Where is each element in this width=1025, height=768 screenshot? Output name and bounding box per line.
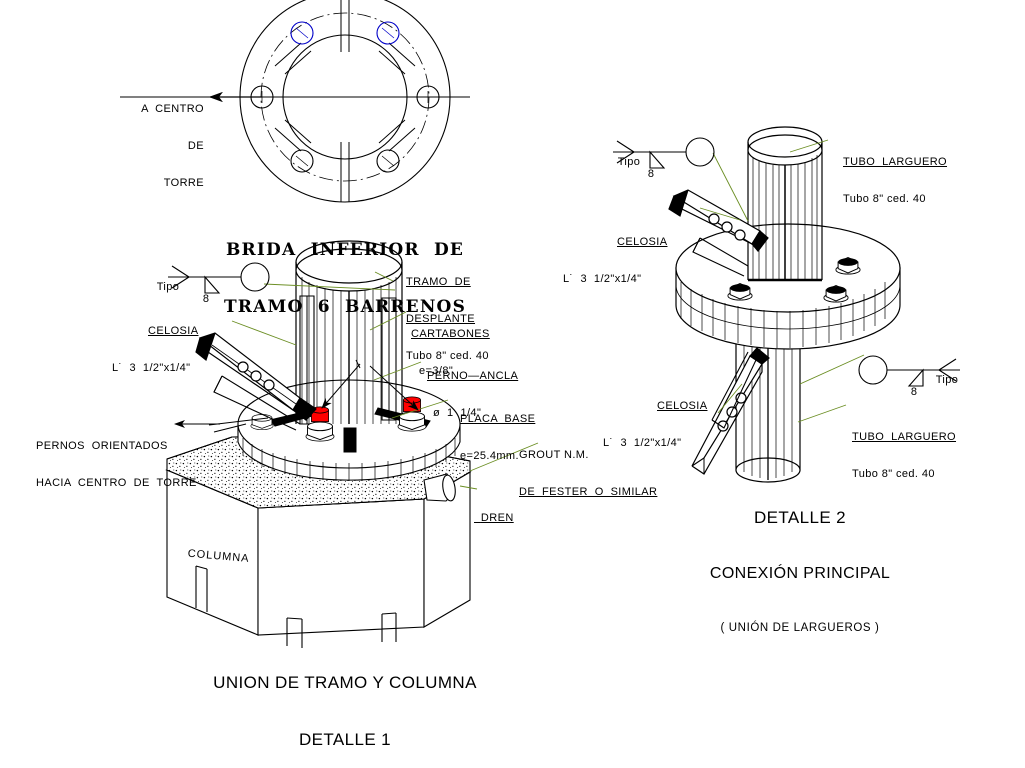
drain-pipe <box>423 473 456 502</box>
tubo-larguero-top-head: TUBO LARGUERO <box>843 155 948 168</box>
grout-head: GROUT N.M. <box>519 448 589 461</box>
pernos-note-line-1: PERNOS ORIENTADOS <box>36 439 168 452</box>
tramo-head-1: TRAMO DE <box>406 275 471 288</box>
note-line-2: DE <box>187 139 204 152</box>
detail1-title-line-2: DETALLE 1 <box>298 730 392 750</box>
cartabones-head: CARTABONES <box>411 327 490 340</box>
perno-ancla-spec: ø 1 1/4" <box>433 406 482 419</box>
tramo-spec: Tubo 8" ced. 40 <box>406 349 489 362</box>
technical-drawing-canvas <box>120 0 960 648</box>
flange-edge-hatch <box>680 282 886 348</box>
brida-title-line-2: TRAMO 6 BARRENOS <box>223 297 467 318</box>
tubo-larguero-top-spec: Tubo 8" ced. 40 <box>843 192 926 205</box>
tubo-larguero-bottom-spec: Tubo 8" ced. 40 <box>852 467 935 480</box>
flange-center-tabs <box>340 0 350 202</box>
detail1-leader-lines <box>231 271 539 490</box>
celosia-label-detail1: CELOSIA L˙ 3 1/2"x1/4" <box>112 300 199 386</box>
flange-outer-circle <box>239 0 451 203</box>
weld-size-label-detail2-top: 8 <box>641 156 654 181</box>
placa-base-label: PLACA BASE e=25.4mm. <box>460 388 535 474</box>
weld-tipo-label-detail2-top: Tipo <box>611 144 640 169</box>
weld-tipo-label-detail2-bottom: Tipo <box>929 362 958 387</box>
perno-ancla-head: PERNO—ANCLA <box>427 369 519 382</box>
weld-symbol-detail2-top <box>613 137 715 169</box>
celosia-top-head: CELOSIA <box>617 235 668 248</box>
detail2-title-line-1: DETALLE 2 <box>753 507 847 527</box>
perno-ancla-label: PERNO—ANCLA ø 1 1/4" <box>427 345 518 431</box>
flange-plate-detail2 <box>675 223 901 350</box>
weld-size-text: 8 <box>202 293 210 306</box>
tramo-head-2: DESPLANTE <box>406 312 476 325</box>
weld-size-label-detail1: 8 <box>196 281 209 306</box>
detail2-leader-lines <box>699 139 865 423</box>
pernos-note-line-2: HACIA CENTRO DE TORRE <box>36 476 197 489</box>
weld-size-label-detail2-bottom: 8 <box>904 374 917 399</box>
flange-ribs <box>274 42 416 152</box>
detail1-leader-lines-black <box>174 359 419 433</box>
weld-tipo-label-detail1: Tipo <box>150 269 179 294</box>
tipo-text-bottom: Tipo <box>935 374 959 387</box>
celosia-label-detail2-top: CELOSIA L˙ 3 1/2"x1/4" <box>563 211 668 297</box>
celosia-brace-detail2-top <box>668 189 769 280</box>
grout-spec: DE FESTER O SIMILAR <box>519 485 658 498</box>
detail2-title-line-2: CONEXIÓN PRINCIPAL <box>709 564 891 582</box>
tubo-larguero-label-bottom: TUBO LARGUERO Tubo 8" ced. 40 <box>852 406 956 492</box>
upper-larguero-pipe <box>747 126 823 282</box>
flange-bolts-detail2 <box>727 257 861 303</box>
detail1-assembly <box>165 240 539 648</box>
brida-title: BRIDA INFERIOR DE TRAMO 6 BARRENOS <box>205 203 485 336</box>
celosia-spec: L˙ 3 1/2"x1/4" <box>112 361 191 374</box>
celosia-head: CELOSIA <box>148 324 199 337</box>
pipe-tramo-desplante <box>295 240 403 424</box>
detail2-assembly <box>613 126 960 483</box>
celosia-brace-detail2-bottom <box>691 347 770 475</box>
tipo-text: Tipo <box>156 281 180 294</box>
dren-text: DREN <box>480 512 514 525</box>
weld-symbol-detail1 <box>168 262 270 294</box>
tipo-text-top: Tipo <box>617 156 641 169</box>
tubo-larguero-bottom-head: TUBO LARGUERO <box>852 430 957 443</box>
base-plate-edge-hatch <box>242 438 456 481</box>
detail1-title-line-1: UNION DE TRAMO Y COLUMNA <box>213 673 477 693</box>
placa-base-spec: e=25.4mm. <box>460 449 519 462</box>
brida-title-line-1: BRIDA INFERIOR DE <box>225 240 465 261</box>
cartabones-label: CARTABONES e=3/8" <box>411 303 490 389</box>
tubo-larguero-label-top: TUBO LARGUERO Tubo 8" ced. 40 <box>843 131 947 217</box>
dren-label: DREN <box>474 500 514 525</box>
detail2-title: DETALLE 2 CONEXIÓN PRINCIPAL ( UNIÓN DE … <box>650 472 950 653</box>
grout-label: GROUT N.M. DE FESTER O SIMILAR <box>519 424 657 510</box>
a-centro-de-torre-note: A CENTRO DE TORRE <box>118 78 204 201</box>
celosia-brace-detail1 <box>195 332 317 431</box>
flange-plan-view <box>120 0 470 203</box>
note-line-1: A CENTRO <box>141 102 204 115</box>
celosia-label-detail2-bottom: CELOSIA L˙ 3 1/2"x1/4" <box>603 375 708 461</box>
detail1-title: UNION DE TRAMO Y COLUMNA DETALLE 1 <box>175 635 515 768</box>
weld-size-text-bottom: 8 <box>910 386 918 399</box>
pernos-orientados-note: PERNOS ORIENTADOS HACIA CENTRO DE TORRE <box>36 415 197 501</box>
weld-size-text-top: 8 <box>647 168 655 181</box>
note-line-3: TORRE <box>163 176 204 189</box>
detail2-title-line-3: ( UNIÓN DE LARGUEROS ) <box>720 622 880 635</box>
cartabones-spec: e=3/8" <box>419 364 454 377</box>
placa-base-head: PLACA BASE <box>460 412 536 425</box>
tramo-desplante-label: TRAMO DE DESPLANTE Tubo 8" ced. 40 <box>406 251 489 374</box>
weld-symbol-detail2-bottom <box>858 355 960 387</box>
celosia-bottom-spec: L˙ 3 1/2"x1/4" <box>603 436 682 449</box>
celosia-bottom-head: CELOSIA <box>657 399 708 412</box>
celosia-top-spec: L˙ 3 1/2"x1/4" <box>563 272 642 285</box>
